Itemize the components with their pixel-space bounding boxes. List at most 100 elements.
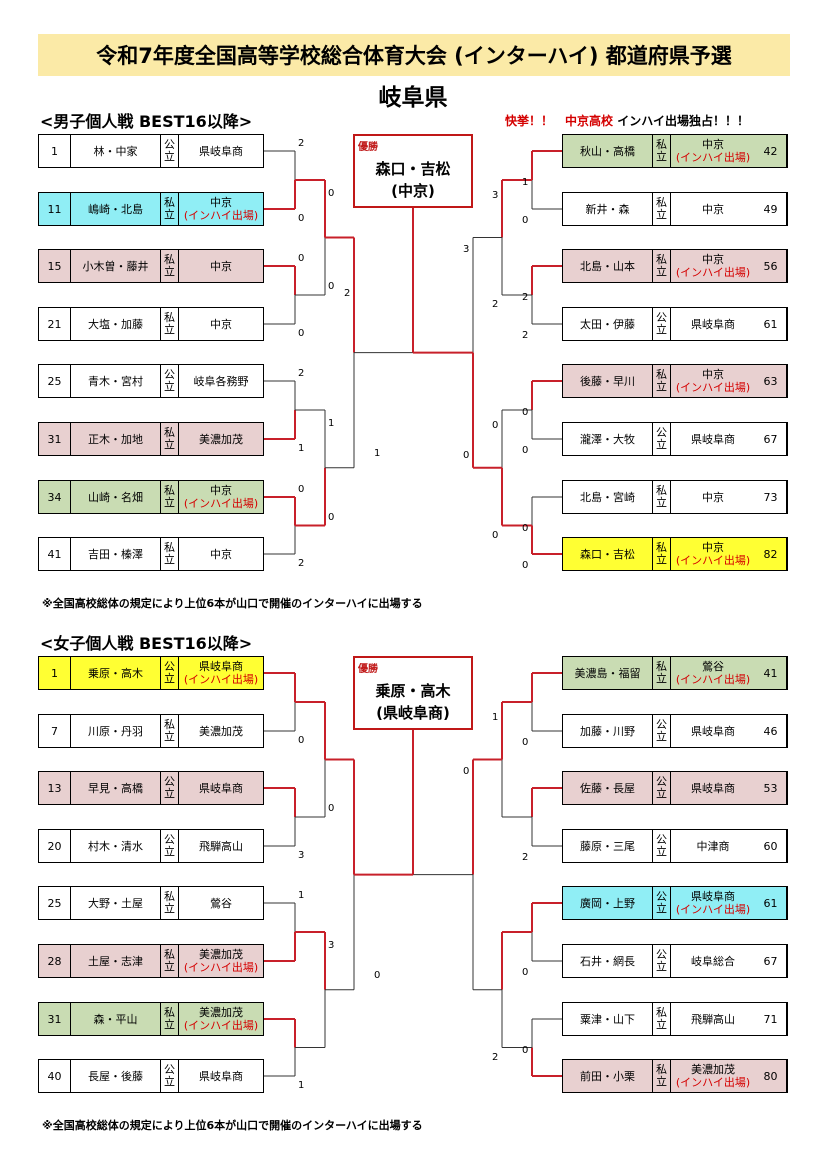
seed-number: 41 [755,657,787,689]
school-name: 中京(インハイ出場) [671,538,755,570]
school-type-char: 私 [656,196,667,209]
pair-name: 村木・清水 [71,830,161,862]
seed-number: 73 [755,481,787,513]
school-label: 中京 [702,253,724,266]
school-name: 美濃加茂(インハイ出場) [179,1003,263,1035]
school-label: 中京 [210,484,232,497]
interhigh-mark: (インハイ出場) [675,903,751,916]
pair-name: 藤原・三尾 [563,830,653,862]
seed-number: 25 [39,365,71,397]
pair-name: 加藤・川野 [563,715,653,747]
school-type: 私立 [653,538,671,570]
school-type: 私立 [653,1060,671,1092]
seed-number: 1 [39,657,71,689]
school-type-char: 立 [164,1018,175,1031]
seed-number: 60 [755,830,787,862]
school-name: 中京 [671,481,755,513]
school-name: 中京(インハイ出場) [179,481,263,513]
match-score: 0 [298,253,305,264]
match-score: 3 [298,850,305,861]
match-score: 0 [328,511,335,523]
school-type: 公立 [161,1060,179,1092]
pair-name: 粟津・山下 [563,1003,653,1035]
match-score: 2 [492,299,499,310]
school-type-char: 立 [164,787,175,800]
school-type-char: 私 [656,660,667,673]
school-name: 県岐阜商 [179,1060,263,1092]
seed-number: 34 [39,481,71,513]
school-type-char: 立 [164,265,175,278]
pair-name: 後藤・早川 [563,365,653,397]
school-type-char: 私 [164,890,175,903]
school-type-char: 私 [656,253,667,266]
school-label: 美濃加茂 [199,724,243,738]
pair-name: 廣岡・上野 [563,887,653,919]
school-type-char: 立 [164,730,175,743]
school-type: 私立 [653,193,671,225]
school-name: 美濃加茂 [179,423,263,455]
seed-number: 31 [39,1003,71,1035]
interhigh-mark: (インハイ出場) [675,554,751,567]
school-name: 中京(インハイ出場) [179,193,263,225]
school-type: 私立 [161,538,179,570]
seed-number: 53 [755,772,787,804]
match-score: 2 [522,852,529,863]
school-type-char: 公 [656,426,667,439]
school-type-char: 私 [656,138,667,151]
interhigh-mark: (インハイ出場) [183,497,259,510]
school-label: 鶯谷 [702,660,724,673]
seed-number: 80 [755,1060,787,1092]
school-type-char: 公 [164,1063,175,1076]
seed-number: 61 [755,308,787,340]
school-type: 私立 [653,365,671,397]
school-label: 県岐阜商 [199,144,243,158]
match-score: 1 [298,890,305,901]
school-type: 私立 [161,193,179,225]
pair-name: 吉田・榛澤 [71,538,161,570]
seed-number: 61 [755,887,787,919]
school-label: 県岐阜商 [199,1069,243,1083]
pair-name: 山崎・名畑 [71,481,161,513]
school-type: 私立 [161,945,179,977]
school-label: 美濃加茂 [199,432,243,446]
interhigh-mark: (インハイ出場) [675,1076,751,1089]
women-note: ※全国高校総体の規定により上位6本が山口で開催のインターハイに出場する [42,1119,423,1132]
match-score: 0 [522,737,529,748]
match-score: 0 [522,967,529,978]
school-type: 私立 [161,250,179,282]
champion-name: 乗原・高木 [375,682,451,700]
school-label: 中京 [702,138,724,151]
school-type-char: 公 [164,660,175,673]
page-title: 令和7年度全国高等学校総合体育大会 (インターハイ) 都道府県予選 [96,44,732,68]
page-title-banner: 令和7年度全国高等学校総合体育大会 (インターハイ) 都道府県予選 [38,34,790,76]
school-type-char: 公 [656,833,667,846]
school-type: 公立 [653,830,671,862]
school-label: 県岐阜商 [199,781,243,795]
pair-name: 森口・吉松 [563,538,653,570]
school-label: 中京 [702,490,724,504]
match-score: 1 [298,1080,305,1091]
school-type: 私立 [653,1003,671,1035]
school-type-char: 公 [164,138,175,151]
school-type-char: 立 [164,672,175,685]
school-type-char: 立 [164,1075,175,1088]
match-score: 2 [298,138,305,149]
match-score: 1 [522,177,529,188]
school-label: 鶯谷 [210,896,232,910]
school-label: 県岐阜商 [691,724,735,738]
seed-number: 13 [39,772,71,804]
match-score: 3 [463,243,470,255]
school-type-char: 立 [656,960,667,973]
school-type-char: 立 [656,1075,667,1088]
